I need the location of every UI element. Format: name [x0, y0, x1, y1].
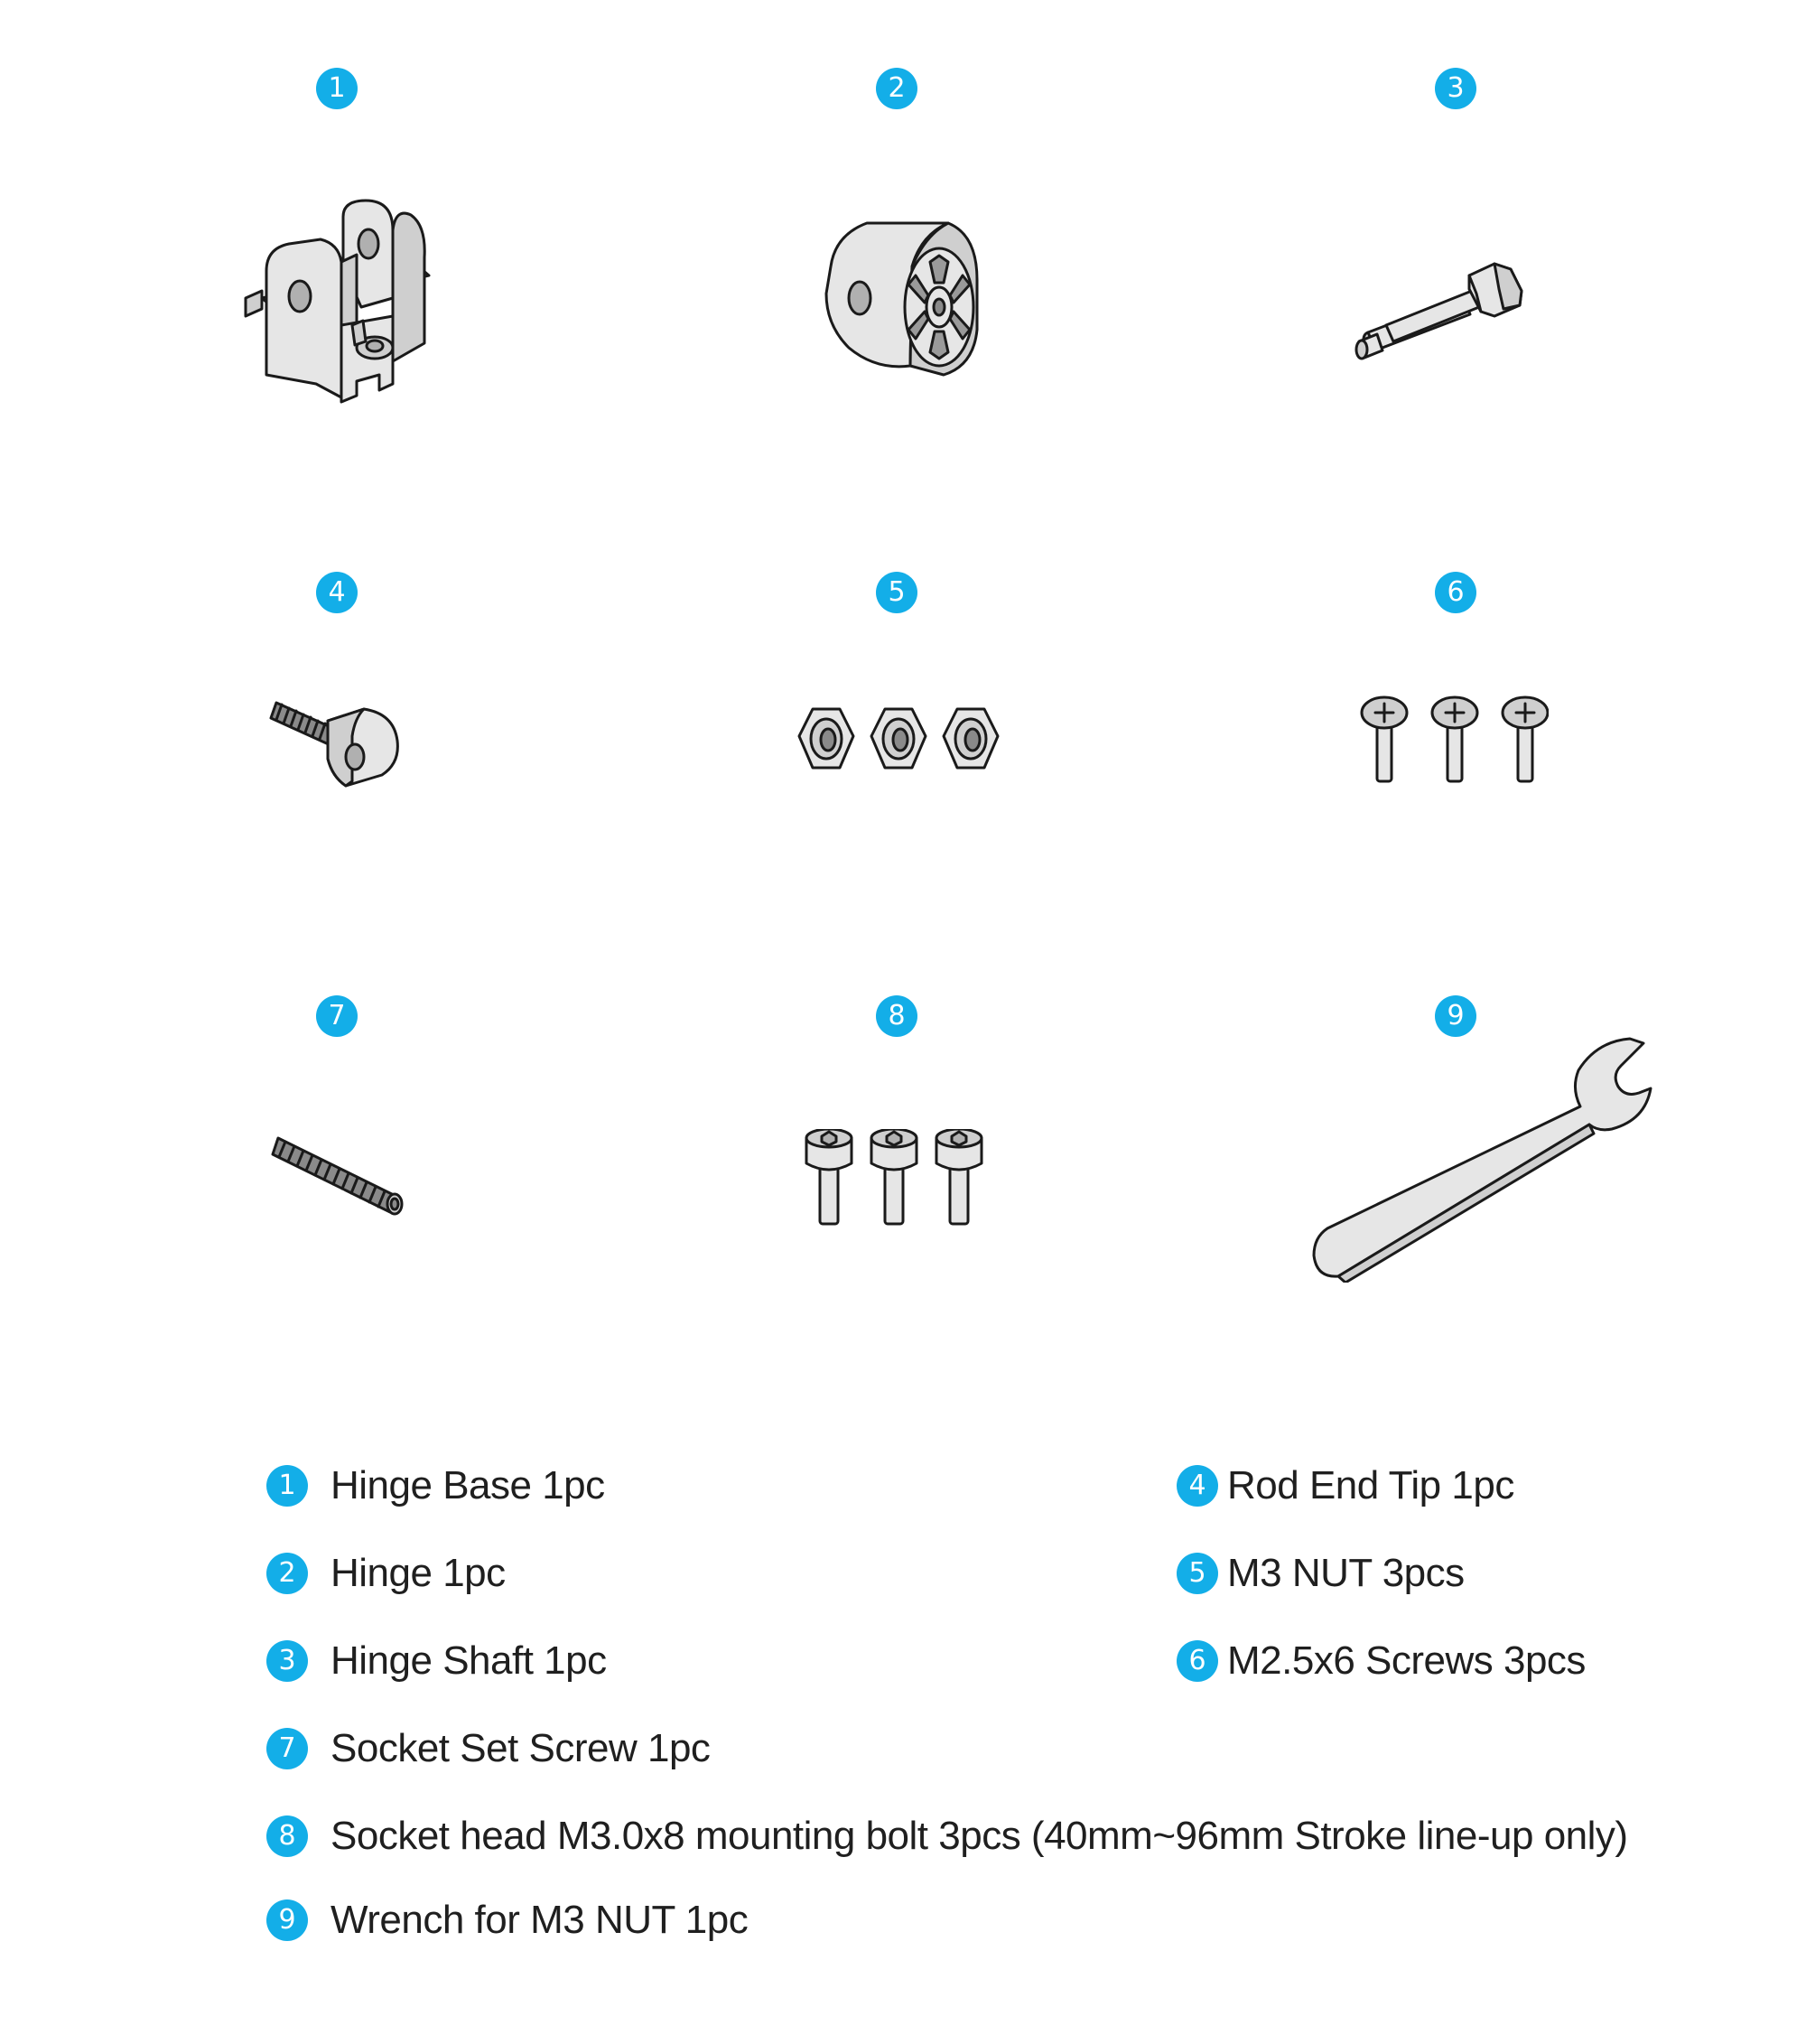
wrench-icon — [1312, 1037, 1652, 1283]
rod-end-tip-icon — [269, 701, 399, 788]
legend-item-2: 2 Hinge 1pc — [266, 1546, 506, 1601]
legend-badge: 6 — [1177, 1640, 1218, 1682]
part-number-badge-4: 4 — [316, 572, 358, 613]
hinge-shaft-icon — [1354, 262, 1523, 360]
legend-item-9: 9 Wrench for M3 NUT 1pc — [266, 1893, 749, 1947]
legend-item-7: 7 Socket Set Screw 1pc — [266, 1722, 711, 1776]
legend-badge: 5 — [1177, 1553, 1218, 1594]
legend-badge: 2 — [266, 1553, 308, 1594]
legend-text: M3 NUT 3pcs — [1227, 1551, 1465, 1595]
part-number-badge-2: 2 — [876, 68, 917, 109]
part-number-badge-7: 7 — [316, 995, 358, 1037]
legend-badge: 3 — [266, 1640, 308, 1682]
legend-item-1: 1 Hinge Base 1pc — [266, 1459, 605, 1513]
m2-5-screw-icon — [1360, 695, 1549, 783]
part-number-badge-3: 3 — [1435, 68, 1476, 109]
legend-item-4: 4 Rod End Tip 1pc — [1177, 1459, 1514, 1513]
legend-text: Socket head M3.0x8 mounting bolt 3pcs (4… — [330, 1814, 1628, 1858]
legend-text: Hinge 1pc — [330, 1551, 506, 1595]
hinge-icon — [824, 221, 979, 377]
legend-badge: 8 — [266, 1815, 308, 1857]
legend-item-3: 3 Hinge Shaft 1pc — [266, 1634, 607, 1688]
legend-text: Socket Set Screw 1pc — [330, 1726, 711, 1770]
socket-head-bolt-icon — [805, 1129, 983, 1226]
legend-item-8: 8 Socket head M3.0x8 mounting bolt 3pcs … — [266, 1809, 1628, 1863]
legend-badge: 1 — [266, 1465, 308, 1507]
legend-badge: 7 — [266, 1728, 308, 1769]
legend-item-5: 5 M3 NUT 3pcs — [1177, 1546, 1465, 1601]
legend-badge: 9 — [266, 1899, 308, 1941]
legend-text: Hinge Shaft 1pc — [330, 1638, 607, 1683]
m3-nut-icon — [797, 707, 1000, 770]
part-number-badge-6: 6 — [1435, 572, 1476, 613]
legend-text: Hinge Base 1pc — [330, 1463, 605, 1507]
part-number-badge-9: 9 — [1435, 995, 1476, 1037]
part-number-badge-1: 1 — [316, 68, 358, 109]
legend-text: Rod End Tip 1pc — [1227, 1463, 1514, 1507]
legend-text: Wrench for M3 NUT 1pc — [330, 1898, 749, 1942]
hinge-base-icon — [244, 199, 431, 404]
legend-text: M2.5x6 Screws 3pcs — [1227, 1638, 1586, 1683]
part-number-badge-5: 5 — [876, 572, 917, 613]
part-number-badge-8: 8 — [876, 995, 917, 1037]
legend-badge: 4 — [1177, 1465, 1218, 1507]
legend-item-6: 6 M2.5x6 Screws 3pcs — [1177, 1634, 1586, 1688]
socket-set-screw-icon — [271, 1136, 404, 1216]
